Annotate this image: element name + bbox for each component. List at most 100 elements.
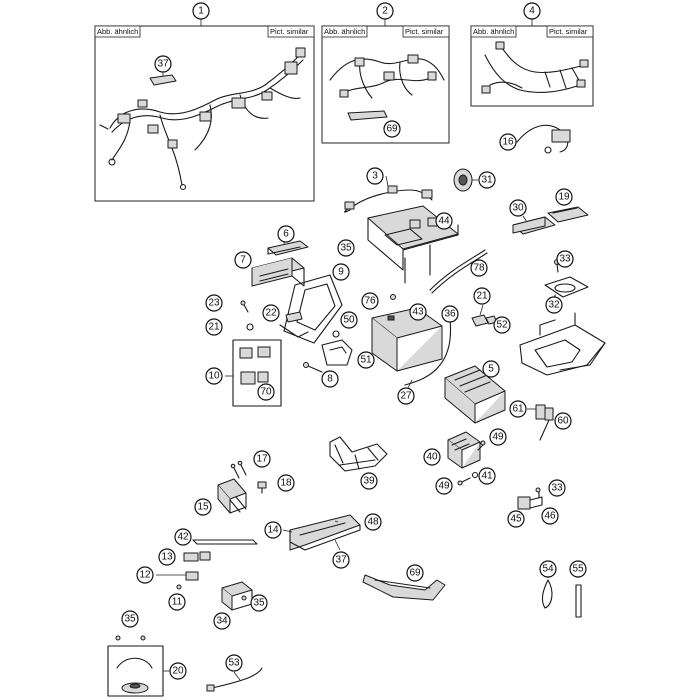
part-49a-screw: [477, 440, 486, 451]
svg-text:33: 33: [559, 254, 571, 265]
part-50-grommet: [332, 330, 340, 338]
part-61-sensor: [527, 404, 554, 441]
callout-layer: 1 2 4 37 69 16 3 31 30 19 6 44 35 7 9 78…: [121, 2, 587, 680]
callout-53: 53: [225, 654, 243, 672]
svg-text:40: 40: [426, 452, 438, 463]
svg-text:76: 76: [364, 296, 376, 307]
part-23-screw: [240, 300, 249, 313]
part-17-pins: [230, 460, 247, 479]
svg-text:14: 14: [267, 525, 279, 536]
part-36-cable: [404, 319, 452, 386]
svg-text:69: 69: [409, 568, 421, 579]
group-label-left-1: Abb. ähnlich: [97, 27, 138, 36]
svg-text:41: 41: [481, 471, 493, 482]
callout-35-lower: 35: [250, 594, 268, 612]
svg-text:43: 43: [412, 307, 424, 318]
callout-17: 17: [253, 450, 271, 468]
callout-60: 60: [554, 412, 572, 430]
part-39-bracket: [329, 436, 388, 472]
svg-text:21: 21: [476, 291, 488, 302]
group-tag-left-2: [321, 25, 368, 38]
group-label-right-1: Pict. similar: [270, 27, 309, 36]
callout-16: 16: [499, 133, 517, 151]
callout-51: 51: [357, 351, 375, 369]
part-16-cable: [516, 124, 571, 154]
part-34-module: [221, 581, 253, 611]
callout-31: 31: [478, 171, 496, 189]
callout-15: 15: [194, 498, 212, 516]
callout-18: 18: [277, 474, 295, 492]
svg-text:2: 2: [382, 6, 388, 17]
part-41-nut: [471, 471, 479, 479]
callout-12: 12: [136, 566, 154, 584]
svg-text:60: 60: [557, 416, 569, 427]
svg-text:35: 35: [253, 598, 265, 609]
svg-text:52: 52: [496, 320, 508, 331]
svg-text:20: 20: [172, 666, 184, 677]
callout-54: 54: [539, 560, 557, 578]
part-69b-protector: [362, 574, 446, 601]
group-tag-left-4: [470, 25, 517, 38]
part-15-switch-block: [217, 478, 247, 514]
callout-70: 70: [257, 383, 275, 401]
sub-harness-4: [481, 41, 589, 94]
part-11-screw: [176, 584, 182, 590]
callout-69-lower: 69: [406, 564, 424, 582]
harness-group-4: Abb. ähnlich Pict. similar: [470, 25, 594, 107]
svg-text:10: 10: [208, 371, 220, 382]
callout-23: 23: [205, 294, 223, 312]
callout-69-top: 69: [383, 120, 401, 138]
svg-text:49: 49: [492, 432, 504, 443]
callout-49-upper: 49: [489, 428, 507, 446]
part-51-bracket: [321, 339, 353, 366]
svg-text:15: 15: [197, 502, 209, 513]
svg-text:22: 22: [265, 308, 277, 319]
fusebox-frame: [232, 339, 282, 407]
callout-14: 14: [264, 521, 282, 539]
part-69-tube: [347, 110, 388, 121]
group-tag-right-2: [402, 25, 450, 38]
svg-text:1: 1: [198, 6, 204, 17]
svg-text:7: 7: [240, 255, 246, 266]
callout-52: 52: [493, 316, 511, 334]
part-8-screw: [303, 362, 323, 373]
svg-text:16: 16: [502, 137, 514, 148]
callout-35-bottom: 35: [121, 610, 139, 628]
svg-text:46: 46: [544, 511, 556, 522]
callout-50: 50: [340, 311, 358, 329]
callout-4: 4: [523, 2, 541, 20]
svg-text:69: 69: [386, 124, 398, 135]
callout-44: 44: [435, 212, 453, 230]
part-33b-screw: [535, 487, 541, 499]
group-box-2: [321, 25, 450, 144]
callout-13: 13: [158, 548, 176, 566]
callout-22: 22: [262, 304, 280, 322]
part-53-cable: [206, 667, 263, 692]
svg-text:18: 18: [280, 478, 292, 489]
svg-text:70: 70: [260, 387, 272, 398]
part-31-horn: [453, 168, 478, 192]
group-box-4: [470, 25, 594, 107]
svg-text:45: 45: [510, 514, 522, 525]
svg-text:6: 6: [283, 229, 289, 240]
svg-text:5: 5: [488, 364, 494, 375]
callout-10: 10: [205, 367, 223, 385]
callout-21-right: 21: [473, 287, 491, 305]
callout-20: 20: [169, 662, 187, 680]
svg-text:37: 37: [157, 59, 169, 70]
part-20-assembly: [107, 645, 170, 697]
svg-text:33: 33: [551, 483, 563, 494]
callout-78: 78: [470, 259, 488, 277]
group-tag-right-4: [546, 25, 594, 38]
callout-35-mid: 35: [337, 239, 355, 257]
svg-text:39: 39: [363, 476, 375, 487]
svg-text:21: 21: [208, 322, 220, 333]
callout-40: 40: [423, 448, 441, 466]
callout-37-lower: 37: [332, 551, 350, 569]
part-7-module: [251, 257, 305, 287]
group-tag-left-1: [94, 25, 141, 38]
callout-9: 9: [332, 263, 350, 281]
group-label-left-2: Abb. ähnlich: [324, 27, 365, 36]
callout-33-right: 33: [556, 250, 574, 268]
group-label-right-4: Pict. similar: [549, 27, 588, 36]
